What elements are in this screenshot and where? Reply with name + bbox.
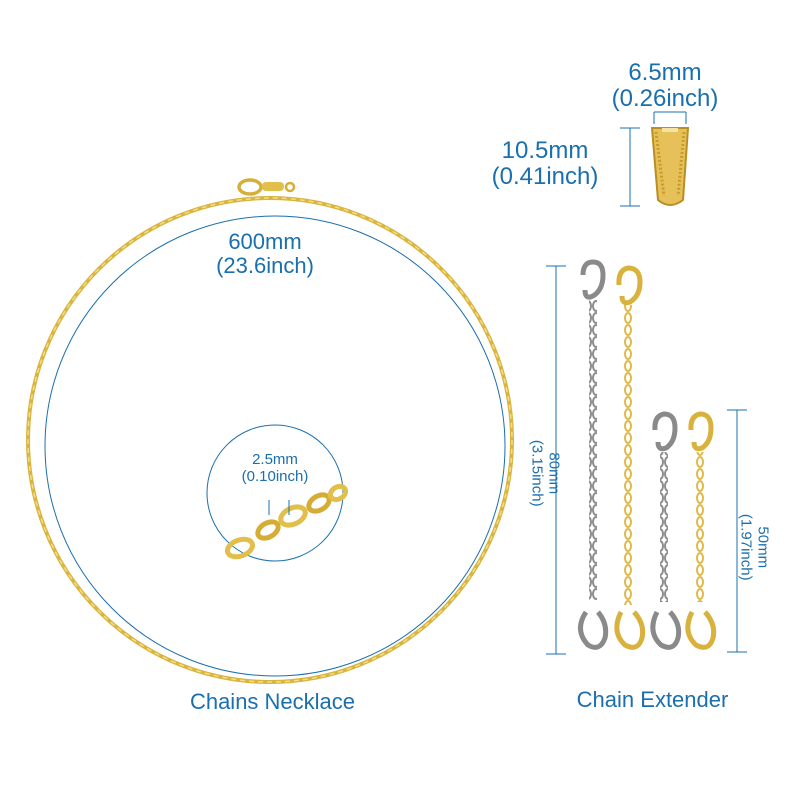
silver-extender-long xyxy=(578,259,609,650)
gold-extender-long xyxy=(614,265,646,650)
bail-height-inch: (0.41inch) xyxy=(491,163,599,191)
chain-extender-caption: Chain Extender xyxy=(576,687,729,712)
necklace-length-guide xyxy=(44,215,506,677)
zoomed-chain-links xyxy=(224,483,349,560)
silver-extender-short xyxy=(650,411,682,650)
extender-long-inch: (3.15inch) xyxy=(528,439,545,507)
extender-long-mm: 80mm xyxy=(545,452,563,495)
extender-short-label: 50mm (1.97inch) xyxy=(737,497,772,597)
link-size-label: 2.5mm (0.10inch) xyxy=(220,451,330,485)
link-size-mm: 2.5mm xyxy=(252,451,298,468)
necklace-length-label: 600mm (23.6inch) xyxy=(205,229,325,279)
necklace-chain xyxy=(26,196,514,684)
lobster-clasp-icon xyxy=(237,178,296,196)
necklace-length-mm: 600mm xyxy=(228,229,302,254)
extender-short-mm: 50mm xyxy=(754,526,772,569)
bail-width-inch: (0.26inch) xyxy=(611,85,719,113)
pinch-bail-icon xyxy=(650,127,690,206)
necklace-length-inch: (23.6inch) xyxy=(216,253,314,279)
chains-necklace-caption: Chains Necklace xyxy=(189,689,356,714)
extender-short-inch: (1.97inch) xyxy=(737,513,754,581)
bail-height-label: 10.5mm (0.41inch) xyxy=(470,137,620,191)
link-size-inch: (0.10inch) xyxy=(241,467,309,485)
gold-extender-short xyxy=(685,411,717,650)
bail-width-mm: 6.5mm xyxy=(628,59,702,86)
bail-width-label: 6.5mm (0.26inch) xyxy=(590,59,740,113)
extender-long-label: 80mm (3.15inch) xyxy=(528,423,563,523)
bail-height-mm: 10.5mm xyxy=(501,137,589,164)
